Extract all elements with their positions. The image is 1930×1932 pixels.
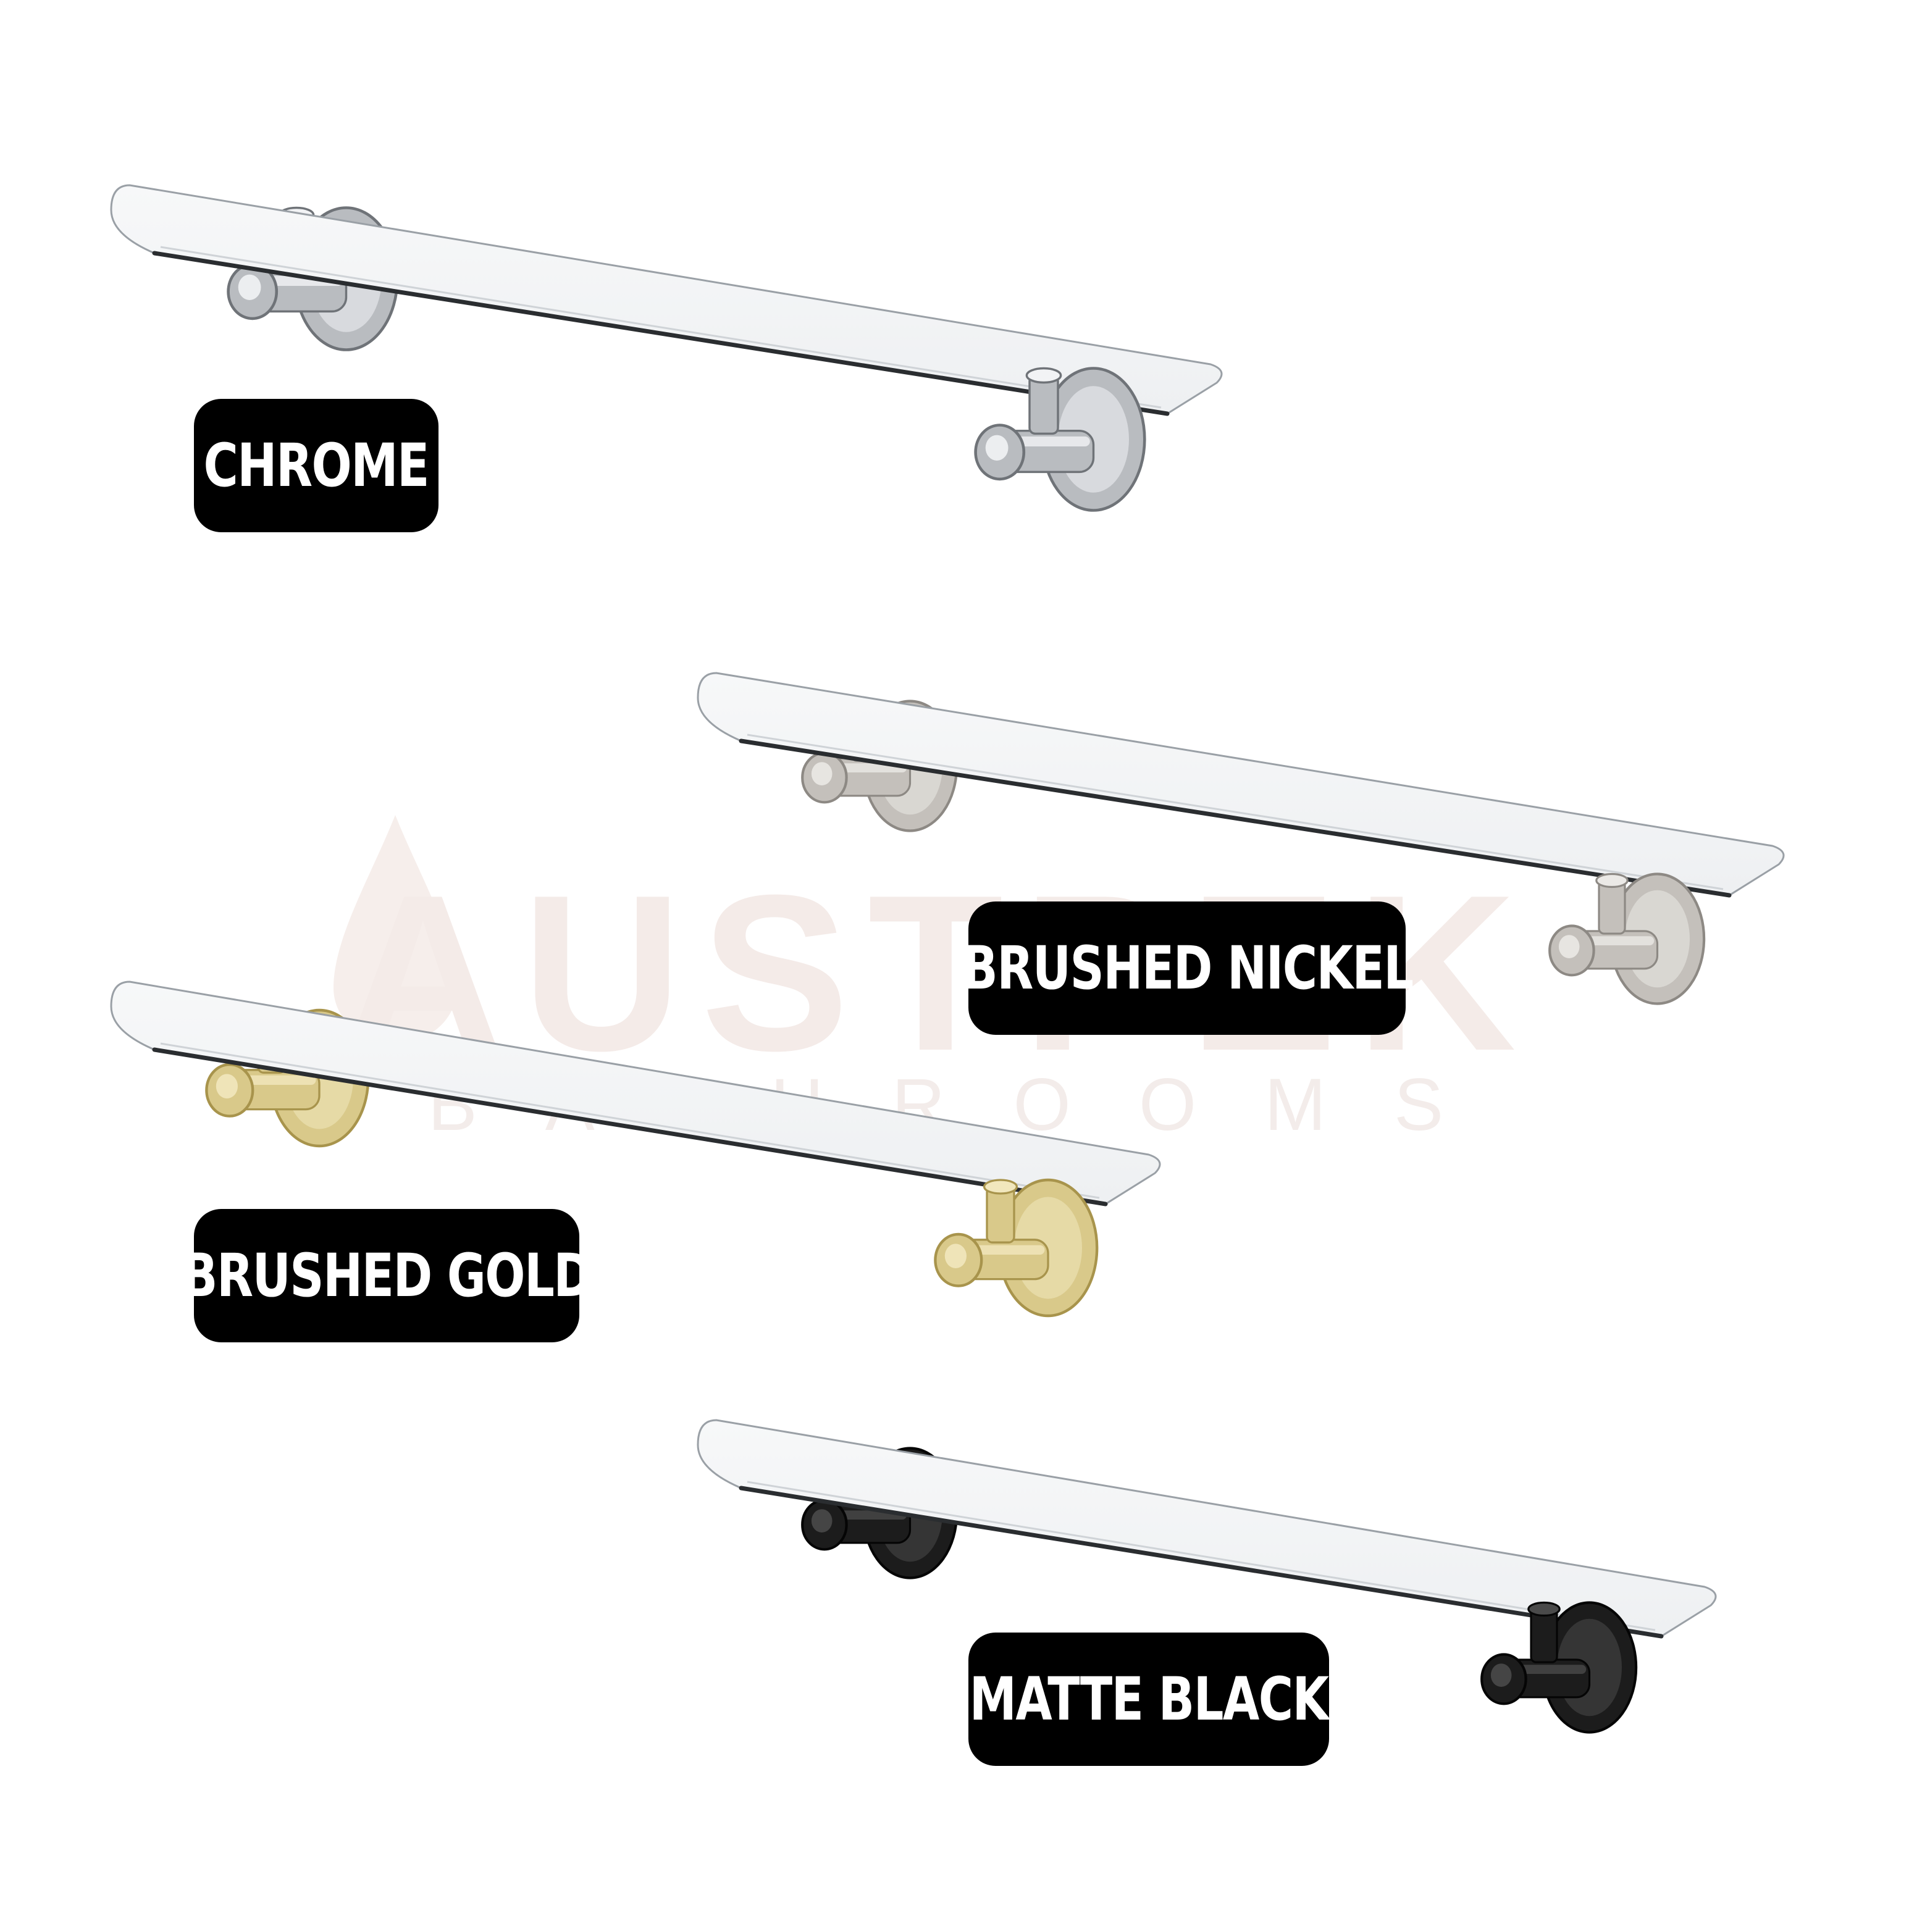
watermark-drop-icon (334, 815, 457, 1043)
matte-black-label-text: MATTE BLACK (969, 1665, 1329, 1734)
brushed-gold-right-bracket-clamp-post (986, 1186, 1015, 1244)
brushed-gold-right-bracket-arm-highlight (963, 1245, 1045, 1255)
chrome-glass-edge (152, 251, 1170, 416)
chrome-right-bracket-clamp-cap (1025, 367, 1062, 384)
brushed-nickel-left-bracket-end-cap-highlight (811, 762, 833, 785)
brushed-nickel-glass-edge (739, 738, 1732, 898)
matte-black-glass-top (697, 1419, 1717, 1637)
chrome-right-bracket-clamp-post (1028, 374, 1059, 435)
brushed-nickel-right-bracket-end-cap-highlight (1558, 935, 1580, 958)
brushed-nickel-right-bracket-clamp-cap (1595, 872, 1629, 889)
brushed-nickel-shelf (697, 672, 1785, 1005)
chrome-right-bracket-arm-highlight (1004, 436, 1090, 446)
brushed-gold-right-bracket-end-cap-highlight (944, 1244, 967, 1268)
chrome-glass-edge-highlight (160, 246, 1162, 409)
chrome-shelf (110, 184, 1223, 512)
brushed-nickel-label-text: BRUSHED NICKEL (961, 934, 1414, 1003)
brushed-nickel-glass-edge-highlight (747, 734, 1724, 890)
matte-black-right-bracket-clamp-cap (1527, 1601, 1561, 1617)
brushed-gold-label: BRUSHED GOLD (182, 1209, 593, 1342)
brushed-gold-glass-edge-highlight (160, 1042, 1100, 1199)
matte-black-right-bracket-clamp-post (1530, 1608, 1558, 1663)
brushed-nickel-right-bracket-arm-highlight (1576, 936, 1655, 945)
chrome-label: CHROME (194, 399, 438, 532)
brushed-nickel-glass-top (697, 672, 1785, 897)
chrome-label-text: CHROME (203, 431, 430, 500)
matte-black-left-bracket-end-cap-highlight (811, 1509, 833, 1533)
brushed-gold-glass-edge (152, 1047, 1108, 1206)
matte-black-glass-edge-highlight (747, 1481, 1656, 1631)
chrome-left-bracket-end-cap-highlight (238, 274, 261, 300)
brushed-gold-label-text: BRUSHED GOLD (181, 1241, 593, 1310)
brushed-nickel-label: BRUSHED NICKEL (962, 901, 1414, 1035)
brushed-gold-shelf (110, 981, 1161, 1318)
matte-black-shelf (697, 1419, 1717, 1734)
brushed-gold-left-bracket-arm-highlight (234, 1075, 316, 1085)
matte-black-right-bracket-arm-highlight (1508, 1665, 1587, 1674)
brushed-gold-glass-top (110, 981, 1161, 1205)
matte-black-label: MATTE BLACK (968, 1633, 1329, 1766)
chrome-glass-top (110, 184, 1223, 415)
matte-black-right-bracket-end-cap-highlight (1490, 1663, 1512, 1687)
matte-black-glass-edge (739, 1486, 1664, 1639)
brushed-gold-left-bracket-end-cap-highlight (216, 1074, 238, 1098)
brushed-nickel-right-bracket-clamp-post (1598, 879, 1626, 935)
brushed-gold-right-bracket-clamp-cap (983, 1179, 1018, 1195)
chrome-right-bracket-end-cap-highlight (985, 435, 1009, 461)
